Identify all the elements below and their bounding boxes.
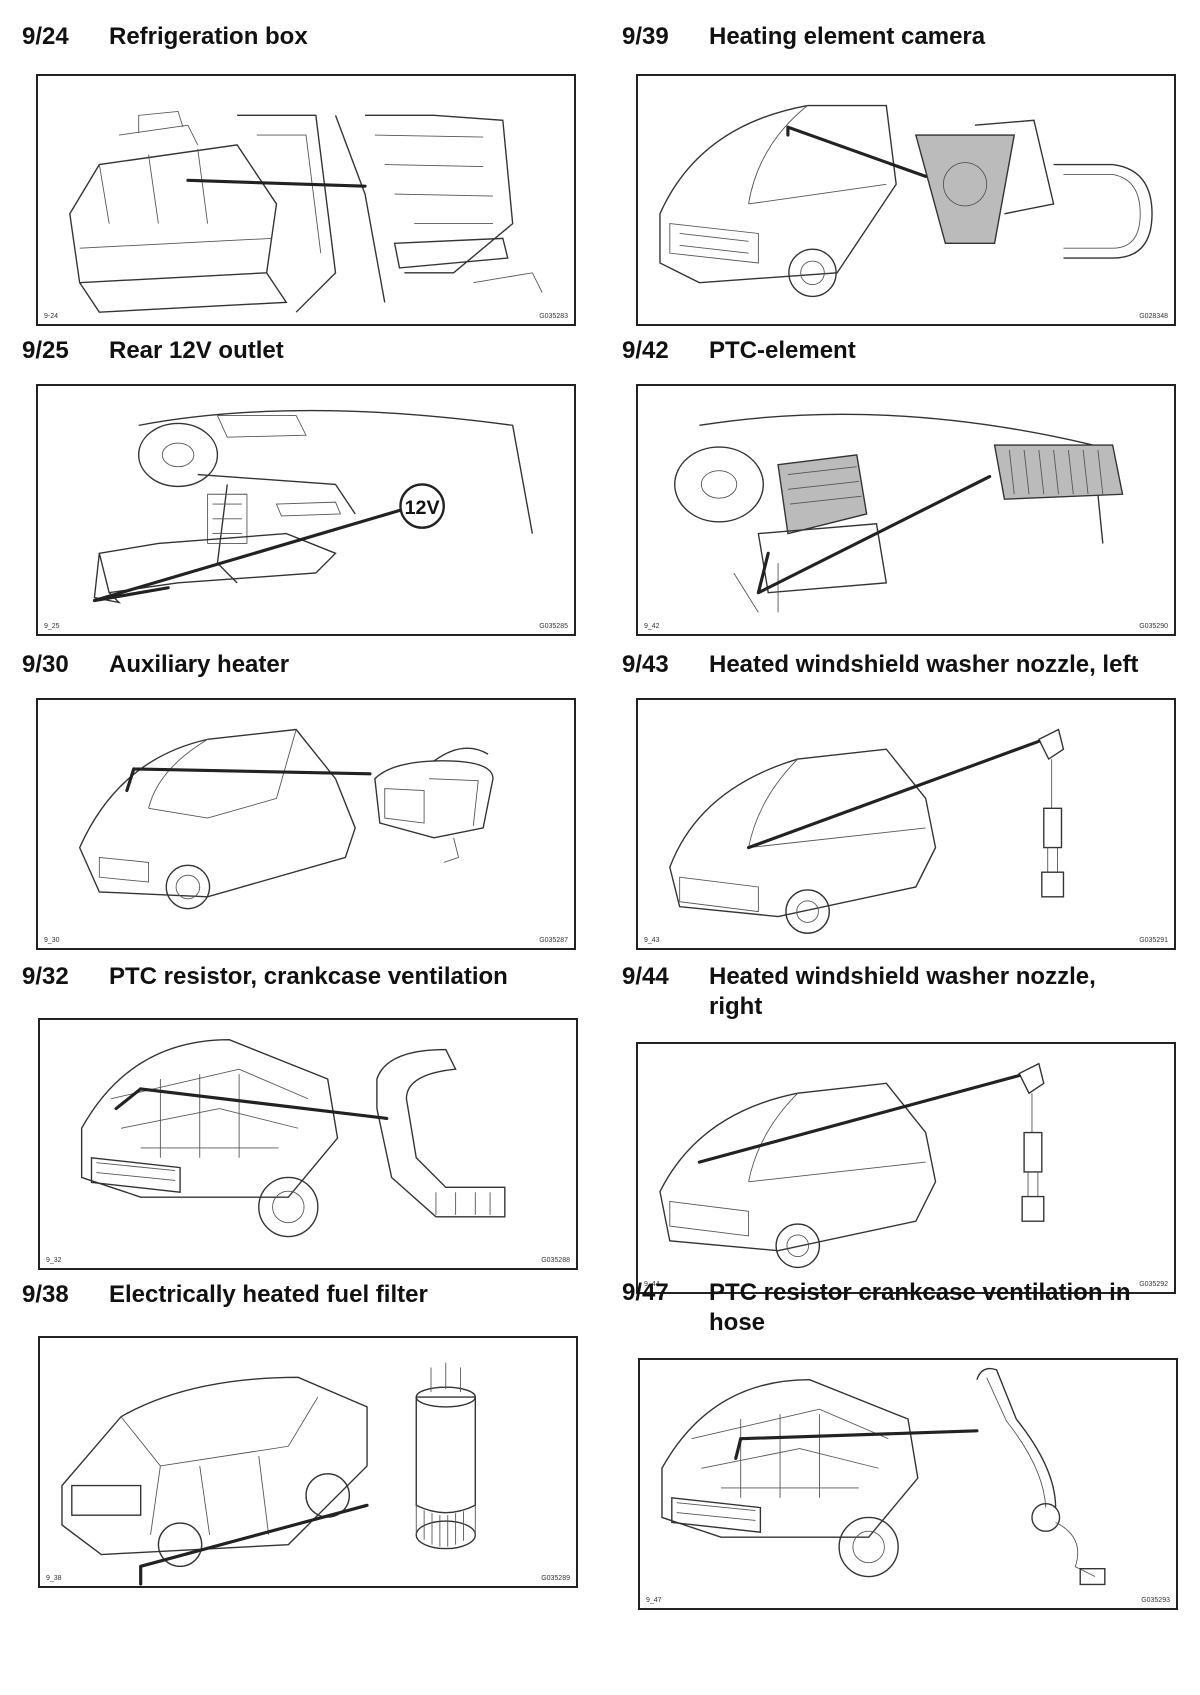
figure-id: 9_32 [46,1257,62,1264]
item-refrigeration-box: 9/24 Refrigeration box 9-24 G035283 [22,22,582,327]
figure-panel: 12V 9_25 G035285 [36,384,576,636]
item-number: 9/44 [622,963,669,990]
item-heading: 9/44 Heated windshield washer nozzle, ri… [622,962,1129,1022]
item-heading: 9/30 Auxiliary heater [22,650,289,680]
item-number: 9/24 [22,23,69,50]
figure-panel: 9_32 G035288 [38,1018,578,1270]
item-heading: 9/42 PTC-element [622,336,856,366]
figure-id: 9_42 [644,623,660,630]
item-rear-12v-outlet: 9/25 Rear 12V outlet 12V 9_25 G035285 [22,336,582,641]
ptc-element-illustration [674,413,1124,613]
figure-reference-code: G035285 [539,623,568,630]
item-ptc-resistor-hose: 9/47 PTC resistor crankcase ventilation … [622,1278,1182,1688]
figure-reference-code: G035290 [1139,623,1168,630]
figure-panel: 9_30 G035287 [36,698,576,950]
car-nozzle-left-illustration [669,728,1065,934]
item-heading: 9/32 PTC resistor, crankcase ventilation [22,962,508,992]
callout-12v: 12V [405,497,440,519]
figure-id: 9_30 [44,937,60,944]
item-title: Heating element camera [709,23,986,50]
car-camera-illustration [659,104,1153,298]
item-washer-nozzle-left: 9/43 Heated windshield washer nozzle, le… [622,650,1190,955]
figure-id: 9_44 [644,1281,660,1288]
figure-panel: 9_38 G035289 [38,1336,578,1588]
item-number: 9/47 [622,1279,669,1306]
item-ptc-resistor-crankcase: 9/32 PTC resistor, crankcase ventilation… [22,962,582,1282]
car-fuel-filter-illustration [61,1362,476,1586]
item-title: Electrically heated fuel filter [109,1281,428,1308]
figure-id: 9_43 [644,937,660,944]
item-title: PTC-element [709,337,856,364]
figure-reference-code: G035283 [539,313,568,320]
item-heading: 9/43 Heated windshield washer nozzle, le… [622,650,1138,680]
item-number: 9/38 [22,1281,69,1308]
item-heading: 9/38 Electrically heated fuel filter [22,1280,428,1310]
engine-hose-illustration [661,1367,1106,1586]
item-heading: 9/47 PTC resistor crankcase ventilation … [622,1278,1159,1338]
item-title: Heated windshield washer nozzle, left [709,651,1139,678]
item-title: Auxiliary heater [109,651,290,678]
item-heading: 9/24 Refrigeration box [22,22,308,52]
figure-panel: 9-24 G035283 [36,74,576,326]
figure-reference-code: G035291 [1139,937,1168,944]
figure-reference-code: G028348 [1139,313,1168,320]
figure-reference-code: G035287 [539,937,568,944]
item-washer-nozzle-right: 9/44 Heated windshield washer nozzle, ri… [622,962,1182,1294]
figure-id: 9_38 [46,1575,62,1582]
item-number: 9/43 [622,651,669,678]
car-heater-illustration [78,728,494,910]
engine-bay-illustration [80,1038,506,1238]
figure-id: 9_25 [44,623,60,630]
figure-reference-code: G035292 [1139,1281,1168,1288]
item-heading: 9/39 Heating element camera [622,22,985,52]
figure-id: 9_47 [646,1597,662,1604]
item-number: 9/30 [22,651,69,678]
figure-id: 9-24 [44,313,59,320]
item-title: Rear 12V outlet [109,337,284,364]
item-title: Heated windshield washer nozzle, right [709,963,1096,1020]
item-heading: 9/25 Rear 12V outlet [22,336,284,366]
figure-panel: 9_47 G035293 [638,1358,1178,1610]
figure-reference-code: G035293 [1141,1597,1170,1604]
figure-reference-code: G035288 [541,1257,570,1264]
dashboard-console-illustration: 12V [92,409,534,604]
item-auxiliary-heater: 9/30 Auxiliary heater 9_30 G035287 [22,650,582,955]
figure-reference-code: G035289 [541,1575,570,1582]
figure-panel: 9_42 G035290 [636,384,1176,636]
item-number: 9/39 [622,23,669,50]
item-title: Refrigeration box [109,23,308,50]
item-title: PTC resistor, crankcase ventilation [109,963,508,990]
item-heated-fuel-filter: 9/38 Electrically heated fuel filter 9_3… [22,1278,582,1688]
figure-panel: 9_43 G035291 [636,698,1176,950]
item-number: 9/42 [622,337,669,364]
item-title: PTC resistor crankcase ventilation in ho… [709,1279,1131,1336]
item-ptc-element: 9/42 PTC-element 9_42 G035290 [622,336,1182,641]
figure-panel: G028348 [636,74,1176,326]
item-number: 9/32 [22,963,69,990]
item-number: 9/25 [22,337,69,364]
item-heating-element-camera: 9/39 Heating element camera G028348 [622,22,1182,327]
rear-seat-illustration [69,110,543,313]
car-nozzle-right-illustration [659,1062,1045,1269]
figure-panel: 9_44 G035292 [636,1042,1176,1294]
